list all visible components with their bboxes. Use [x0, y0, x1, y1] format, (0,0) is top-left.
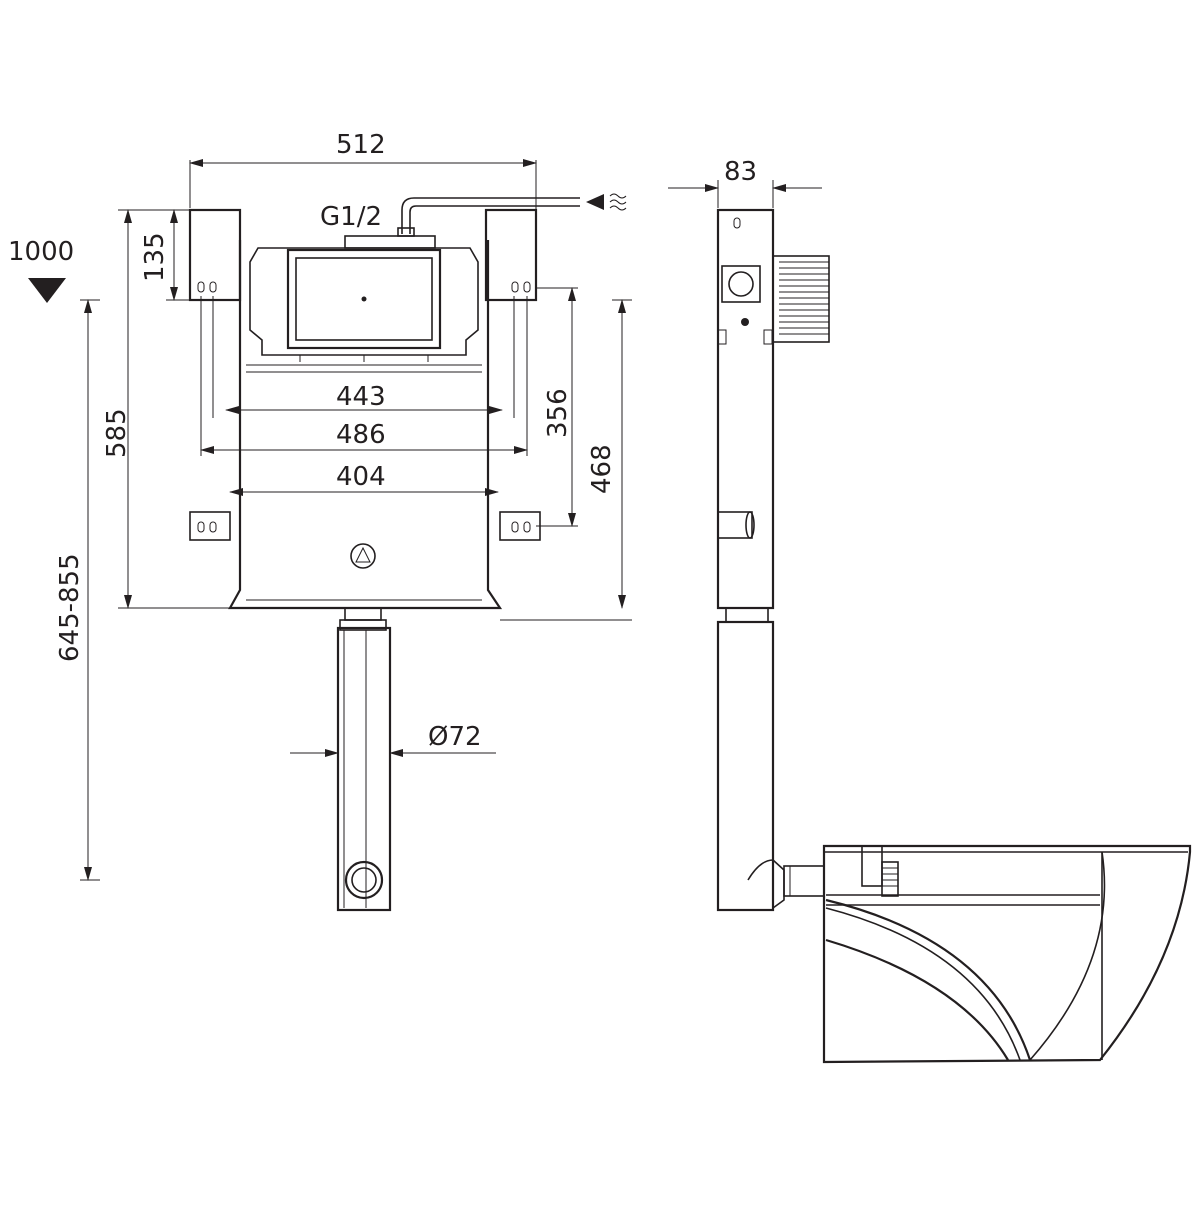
flush-housing	[249, 247, 479, 356]
pipe-thread-label: G1/2	[320, 202, 382, 232]
right-post	[484, 208, 538, 302]
right-lower-bracket	[499, 511, 541, 541]
level-mark-label: 1000	[8, 237, 74, 267]
dim-frame-width: 512	[336, 130, 386, 160]
dim-adjustable-height: 645-855	[55, 553, 85, 662]
side-view: 83	[668, 157, 1192, 1064]
brand-logo-icon	[350, 543, 376, 569]
drain-pipe	[336, 626, 392, 912]
level-mark: 1000	[8, 237, 74, 303]
left-lower-bracket	[189, 511, 231, 541]
water-inlet-arrow-icon	[586, 194, 604, 210]
dim-fixing-height: 468	[587, 444, 617, 494]
dim-frame-height: 585	[102, 408, 132, 458]
dim-width-486: 486	[336, 420, 386, 450]
pipe-outlet-icon	[344, 860, 384, 900]
toilet-bowl	[822, 844, 1192, 1064]
dim-depth: 83	[724, 157, 757, 187]
side-frame	[716, 208, 775, 610]
dim-width-443: 443	[336, 382, 386, 412]
side-flush-button	[772, 255, 830, 343]
flush-plate-frame	[286, 248, 442, 350]
dim-pipe-diameter: Ø72	[428, 722, 482, 752]
level-triangle-icon	[28, 278, 66, 303]
threaded-inlet-icon	[881, 861, 899, 897]
side-valve	[721, 265, 761, 303]
dim-width-404: 404	[336, 462, 386, 492]
dim-top-offset: 135	[140, 232, 170, 282]
dim-bracket-vertical: 356	[543, 388, 573, 438]
inlet-pipe	[401, 197, 580, 234]
front-view: G1/2 512 135 585	[55, 130, 632, 912]
side-drain-pipe	[716, 620, 775, 912]
